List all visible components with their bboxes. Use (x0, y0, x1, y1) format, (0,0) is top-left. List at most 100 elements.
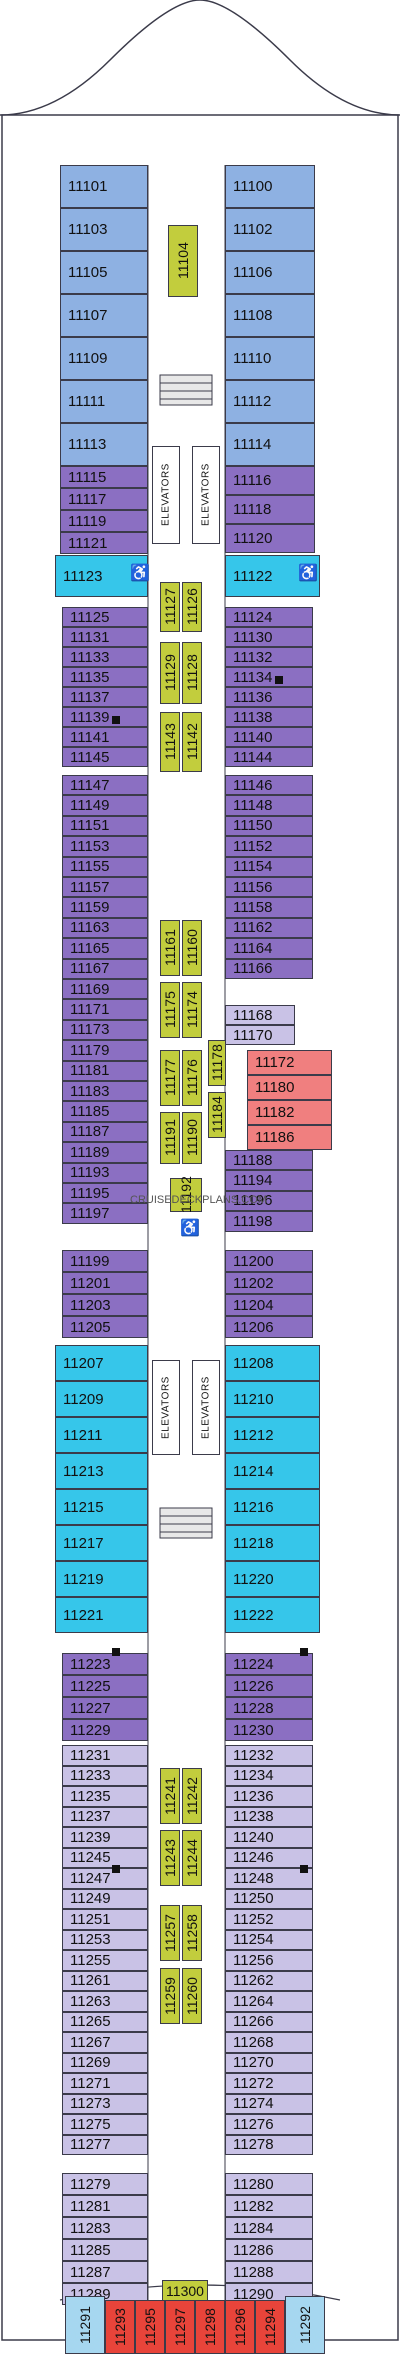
cabin-11209[interactable]: 11209 (55, 1381, 148, 1417)
cabin-11236[interactable]: 11236 (225, 1786, 313, 1807)
cabin-11278[interactable]: 11278 (225, 2134, 313, 2155)
cabin-11180[interactable]: 11180 (247, 1075, 332, 1100)
cabin-11265[interactable]: 11265 (62, 2011, 148, 2032)
cabin-11267[interactable]: 11267 (62, 2032, 148, 2053)
cabin-11124[interactable]: 11124 (225, 607, 313, 627)
cabin-11219[interactable]: 11219 (55, 1561, 148, 1597)
cabin-11128[interactable]: 11128 (182, 642, 202, 704)
cabin-11151[interactable]: 11151 (62, 815, 148, 837)
cabin-11260[interactable]: 11260 (182, 1968, 202, 2024)
cabin-11205[interactable]: 11205 (62, 1316, 148, 1338)
cabin-11145[interactable]: 11145 (62, 747, 148, 767)
cabin-11218[interactable]: 11218 (225, 1525, 320, 1561)
cabin-11222[interactable]: 11222 (225, 1597, 320, 1633)
cabin-11200[interactable]: 11200 (225, 1250, 313, 1272)
cabin-11153[interactable]: 11153 (62, 836, 148, 857)
cabin-11291[interactable]: 11291 (65, 2296, 105, 2354)
cabin-11174[interactable]: 11174 (182, 982, 202, 1038)
cabin-11149[interactable]: 11149 (62, 795, 148, 816)
cabin-11231[interactable]: 11231 (62, 1745, 148, 1766)
cabin-11197[interactable]: 11197 (62, 1203, 148, 1224)
cabin-11227[interactable]: 11227 (62, 1697, 148, 1719)
cabin-11172[interactable]: 11172 (247, 1050, 332, 1075)
cabin-11165[interactable]: 11165 (62, 938, 148, 959)
cabin-11298[interactable]: 11298 (195, 2300, 225, 2354)
cabin-11253[interactable]: 11253 (62, 1929, 148, 1950)
cabin-11178[interactable]: 11178 (208, 1040, 226, 1086)
cabin-11103[interactable]: 11103 (60, 208, 148, 251)
cabin-11263[interactable]: 11263 (62, 1991, 148, 2012)
cabin-11166[interactable]: 11166 (225, 958, 313, 979)
cabin-11247[interactable]: 11247 (62, 1868, 148, 1889)
cabin-11213[interactable]: 11213 (55, 1453, 148, 1489)
cabin-11293[interactable]: 11293 (105, 2300, 135, 2354)
cabin-11295[interactable]: 11295 (135, 2300, 165, 2354)
cabin-11150[interactable]: 11150 (225, 815, 313, 837)
cabin-11146[interactable]: 11146 (225, 775, 313, 796)
cabin-11184[interactable]: 11184 (208, 1092, 226, 1138)
cabin-11167[interactable]: 11167 (62, 958, 148, 979)
cabin-11179[interactable]: 11179 (62, 1040, 148, 1061)
cabin-11169[interactable]: 11169 (62, 979, 148, 1000)
cabin-11251[interactable]: 11251 (62, 1909, 148, 1930)
cabin-11212[interactable]: 11212 (225, 1417, 320, 1453)
cabin-11241[interactable]: 11241 (160, 1768, 180, 1824)
cabin-11294[interactable]: 11294 (255, 2300, 285, 2354)
cabin-11108[interactable]: 11108 (225, 294, 315, 337)
cabin-11143[interactable]: 11143 (160, 712, 180, 772)
cabin-11140[interactable]: 11140 (225, 727, 313, 747)
cabin-11183[interactable]: 11183 (62, 1081, 148, 1102)
cabin-11277[interactable]: 11277 (62, 2134, 148, 2155)
cabin-11229[interactable]: 11229 (62, 1719, 148, 1741)
cabin-11232[interactable]: 11232 (225, 1745, 313, 1766)
cabin-11245[interactable]: 11245 (62, 1847, 148, 1868)
cabin-11286[interactable]: 11286 (225, 2239, 313, 2261)
cabin-11155[interactable]: 11155 (62, 856, 148, 877)
cabin-11266[interactable]: 11266 (225, 2011, 313, 2032)
cabin-11160[interactable]: 11160 (182, 920, 202, 976)
cabin-11170[interactable]: 11170 (225, 1025, 295, 1045)
cabin-11285[interactable]: 11285 (62, 2239, 148, 2261)
cabin-11110[interactable]: 11110 (225, 337, 315, 380)
cabin-11238[interactable]: 11238 (225, 1806, 313, 1827)
cabin-11186[interactable]: 11186 (247, 1125, 332, 1150)
cabin-11131[interactable]: 11131 (62, 627, 148, 647)
cabin-11190[interactable]: 11190 (182, 1112, 202, 1164)
cabin-11134[interactable]: 11134 (225, 667, 313, 687)
cabin-11261[interactable]: 11261 (62, 1970, 148, 1991)
cabin-11139[interactable]: 11139 (62, 707, 148, 727)
cabin-11228[interactable]: 11228 (225, 1697, 313, 1719)
cabin-11171[interactable]: 11171 (62, 999, 148, 1020)
cabin-11125[interactable]: 11125 (62, 607, 148, 627)
cabin-11269[interactable]: 11269 (62, 2052, 148, 2073)
cabin-11144[interactable]: 11144 (225, 747, 313, 767)
cabin-11191[interactable]: 11191 (160, 1112, 180, 1164)
cabin-11158[interactable]: 11158 (225, 897, 313, 918)
cabin-11133[interactable]: 11133 (62, 647, 148, 667)
cabin-11216[interactable]: 11216 (225, 1489, 320, 1525)
cabin-11119[interactable]: 11119 (60, 510, 148, 532)
cabin-11122[interactable]: 11122 (225, 555, 320, 597)
cabin-11234[interactable]: 11234 (225, 1765, 313, 1786)
cabin-11268[interactable]: 11268 (225, 2032, 313, 2053)
cabin-11161[interactable]: 11161 (160, 920, 180, 976)
cabin-11283[interactable]: 11283 (62, 2217, 148, 2239)
cabin-11203[interactable]: 11203 (62, 1294, 148, 1316)
cabin-11226[interactable]: 11226 (225, 1675, 313, 1697)
cabin-11282[interactable]: 11282 (225, 2195, 313, 2217)
cabin-11274[interactable]: 11274 (225, 2093, 313, 2114)
cabin-11220[interactable]: 11220 (225, 1561, 320, 1597)
cabin-11280[interactable]: 11280 (225, 2173, 313, 2195)
cabin-11262[interactable]: 11262 (225, 1970, 313, 1991)
cabin-11185[interactable]: 11185 (62, 1101, 148, 1122)
cabin-11272[interactable]: 11272 (225, 2073, 313, 2094)
cabin-11257[interactable]: 11257 (160, 1905, 180, 1961)
cabin-11208[interactable]: 11208 (225, 1345, 320, 1381)
cabin-11297[interactable]: 11297 (165, 2300, 195, 2354)
cabin-11271[interactable]: 11271 (62, 2073, 148, 2094)
cabin-11126[interactable]: 11126 (182, 582, 202, 632)
cabin-11198[interactable]: 11198 (225, 1211, 313, 1232)
cabin-11176[interactable]: 11176 (182, 1050, 202, 1106)
cabin-11223[interactable]: 11223 (62, 1653, 148, 1675)
cabin-11221[interactable]: 11221 (55, 1597, 148, 1633)
